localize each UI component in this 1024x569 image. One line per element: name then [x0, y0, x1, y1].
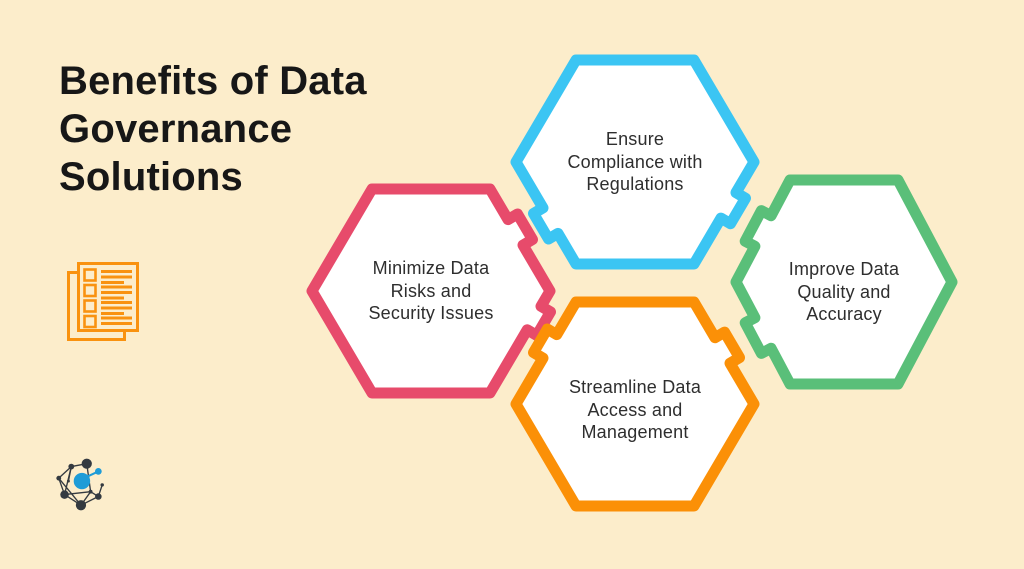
- checklist-icon: [67, 262, 139, 341]
- hexagon-risks-label: Minimize Data Risks and Security Issues: [326, 257, 536, 325]
- hexagon-access-shape: [510, 296, 760, 512]
- hexagon-risks-shape: [306, 183, 556, 399]
- label-line: Compliance with: [567, 151, 703, 172]
- label-line: Accuracy: [806, 304, 882, 324]
- hexagon-compliance-shape: [510, 54, 760, 270]
- label-line: Management: [581, 422, 689, 442]
- page-title-line: Solutions: [59, 155, 244, 199]
- hexagon-compliance-label: Ensure Compliance with Regulations: [530, 128, 740, 196]
- label-line: Improve Data: [788, 259, 900, 279]
- hexagon-access-label: Streamline Data Access and Management: [530, 376, 740, 444]
- label-line: Ensure: [605, 129, 665, 149]
- hexagon-quality-label: Improve Data Quality and Accuracy: [739, 258, 949, 326]
- label-line: Minimize Data: [372, 258, 490, 278]
- label-line: Regulations: [586, 174, 684, 194]
- label-line: Quality and: [797, 281, 891, 302]
- network-logo-icon: [56, 458, 104, 511]
- label-line: Streamline Data: [568, 377, 702, 397]
- label-line: Security Issues: [368, 303, 494, 323]
- page-title-line: Governance: [59, 107, 293, 151]
- page-title-line: Benefits of Data: [59, 59, 367, 103]
- label-line: Access and: [587, 399, 683, 420]
- hexagon-quality-shape: [730, 174, 958, 390]
- label-line: Risks and: [390, 280, 472, 301]
- page-title: Benefits of Data Governance Solutions: [59, 57, 367, 201]
